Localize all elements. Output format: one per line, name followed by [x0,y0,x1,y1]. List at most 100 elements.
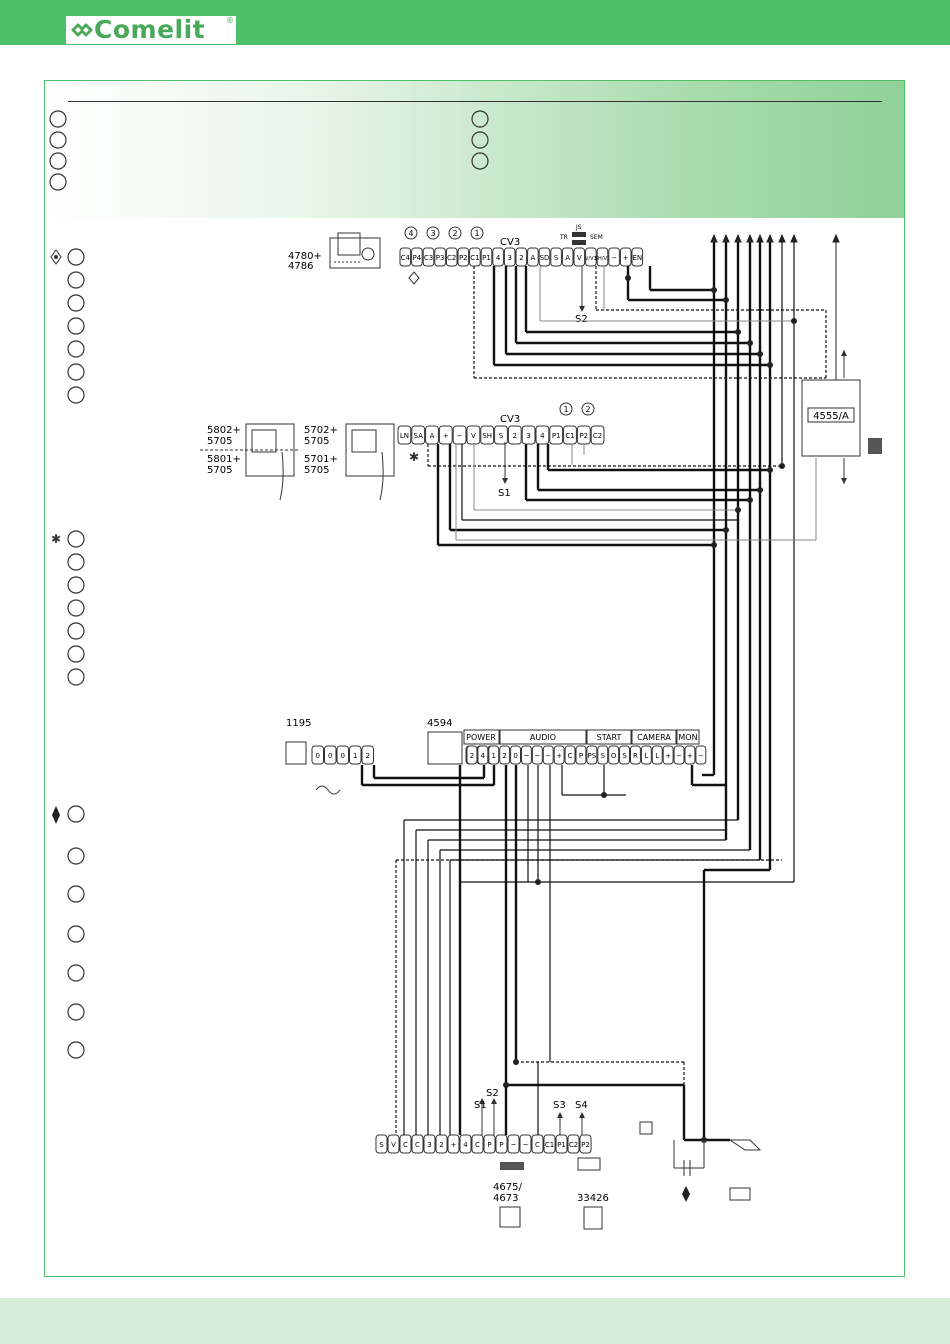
terminal-label: A [565,254,570,262]
legend-marker [67,668,85,686]
terminal-label: 3 [526,432,530,440]
section-power: POWER [466,733,496,742]
relay-label: 4594 [427,718,452,729]
terminal [608,247,620,267]
terminal-label: ~ [524,752,530,760]
terminal [411,247,423,267]
terminal-label: + [665,752,671,760]
terminal-label: P2 [579,432,588,440]
actuator-box: 4555/A [801,350,882,484]
terminal [477,745,489,765]
terminal-label: 1 [353,752,357,760]
terminal [561,247,574,267]
terminal-label: C2 [447,254,456,262]
psu-label: 1195 [286,718,311,729]
terminal-label: + [451,1141,457,1149]
terminal-label: P4 [413,254,422,262]
unit-sections: POWER AUDIO START CAMERA MON [463,729,700,745]
terminal [447,1134,460,1154]
terminal [494,425,508,445]
terminal-label: C2 [593,432,602,440]
alt-mark-icon [408,271,420,285]
jumper-tr-label: TR [559,234,568,241]
grey-wires [455,266,817,541]
terminal-label: 2 [366,752,370,760]
terminal-label: ~ [511,1141,517,1149]
s4-label: S4 [575,1100,588,1111]
terminal-label: + [623,254,629,262]
terminal-label: SD [540,254,550,262]
terminal-label: + [556,752,562,760]
terminal-label: 3 [427,1141,431,1149]
terminal-label: R [633,752,638,760]
terminal-label: V [391,1141,396,1149]
terminal [619,247,632,267]
keypad-label-1: 4675/ [493,1182,522,1193]
terminal [538,247,551,267]
terminal-label: + [687,752,693,760]
terminal [543,1134,556,1154]
terminal [597,745,609,765]
s2-top-label: S2 [575,314,588,325]
terminal-label: S [554,254,559,262]
terminal [510,745,522,765]
legend-marker [67,1003,85,1021]
terminal [563,425,577,445]
terminal [630,745,641,765]
terminal-label: 0 [341,752,345,760]
s3-label: S3 [553,1100,566,1111]
terminal-label: SH [482,432,492,440]
junction-dots [503,275,797,1143]
legend-marker [67,964,85,982]
terminal-label: S [622,752,627,760]
header-bar: Comelit ® [0,0,950,45]
terminal [452,425,467,445]
legend-marker [49,152,67,170]
terminal [361,745,374,765]
terminal [438,425,453,445]
terminal [519,1134,532,1154]
terminal [586,745,598,765]
terminal-label: C3 [424,254,433,262]
alt-mark-icon [50,249,62,265]
terminal [515,247,528,267]
terminal [542,745,554,765]
terminal [480,247,493,267]
terminal [411,425,426,445]
monitor-top-label-2: 4786 [288,261,313,272]
legend-marker [67,530,85,548]
terminal [499,745,511,765]
legend-marker [67,622,85,640]
terminal-label: O [611,752,617,760]
terminal [619,745,630,765]
keypad-icon [500,1162,524,1170]
terminal [695,745,707,765]
grid-icon [639,1121,653,1135]
terminal-label: 4 [496,254,501,262]
s1-bottom-label: S1 [474,1100,487,1111]
terminal-label: PS [588,752,597,760]
callout-4: 4 [408,229,413,238]
terminal-label: 0 [328,752,332,760]
terminal-label: 2 [502,752,506,760]
terminal [596,247,609,267]
terminal [503,247,516,267]
relay-icon [427,731,463,765]
legend-marker [67,317,85,335]
terminal [575,745,587,765]
terminal [459,1134,472,1154]
terminal [445,247,458,267]
diamond-icon [682,1186,690,1202]
legend-marker [471,110,489,128]
legend-marker [471,131,489,149]
legend-marker [67,386,85,404]
terminal [397,425,412,445]
terminal-label: C [568,752,573,760]
terminal [590,425,605,445]
terminal-label: C2 [569,1141,578,1149]
terminal [553,745,565,765]
terminal [422,247,435,267]
